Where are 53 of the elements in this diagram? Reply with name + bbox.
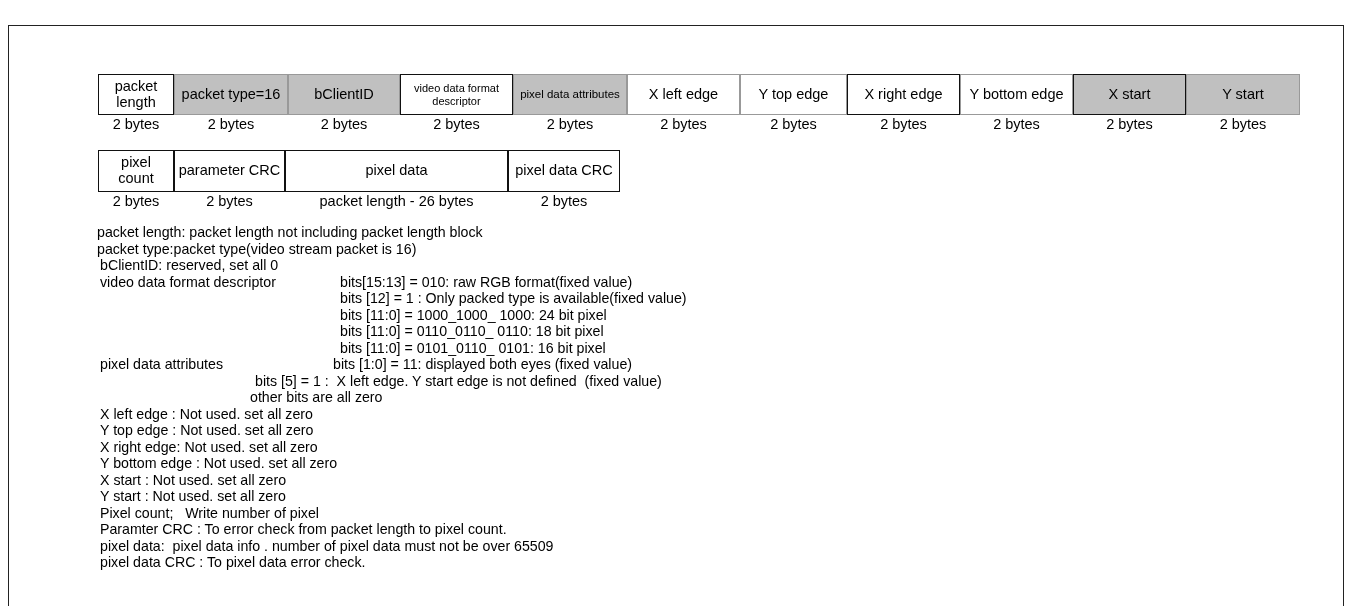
- packet-field-box: packet type=16: [174, 74, 288, 115]
- note-text: other bits are all zero: [250, 389, 383, 405]
- field-size-label: 2 bytes: [1105, 117, 1154, 133]
- note-text: bits [12] = 1 : Only packed type is available(fixed value): [340, 290, 687, 306]
- note-text: video data format descriptor: [100, 273, 276, 290]
- field-size-label: packet length - 26 bytes: [318, 194, 475, 210]
- field-size-label: 2 bytes: [879, 117, 928, 133]
- packet-field-box: X left edge: [627, 74, 740, 115]
- field-size-label: 2 bytes: [111, 117, 161, 133]
- note-text: Pixel count; Write number of pixel: [100, 504, 319, 521]
- packet-field-box: packet length: [98, 74, 174, 115]
- packet-field-box: video data format descriptor: [400, 74, 513, 115]
- note-text: bits [11:0] = 0101_0110_ 0101: 16 bit pixel: [340, 339, 606, 356]
- packet-field-box: Y top edge: [740, 74, 847, 115]
- packet-field-box: pixel data attributes: [513, 74, 627, 115]
- packet-field-box: X right edge: [847, 74, 960, 115]
- note-text: bits[15:13] = 010: raw RGB format(fixed value): [340, 273, 633, 290]
- field-size-label: 2 bytes: [769, 117, 818, 133]
- packet-field-box: X start: [1073, 74, 1186, 115]
- field-size-label: 2 bytes: [992, 117, 1041, 133]
- packet-field-box: Y start: [1186, 74, 1300, 115]
- packet-field-box: pixel data CRC: [508, 150, 620, 192]
- note-text: pixel data attributes: [100, 356, 224, 372]
- field-size-label: 2 bytes: [111, 194, 161, 210]
- note-text: X left edge : Not used. set all zero: [100, 405, 313, 422]
- note-text: bits [11:0] = 0110_0110_ 0110: 18 bit pixel: [340, 323, 604, 339]
- note-text: bClientID: reserved, set all 0: [100, 257, 279, 273]
- note-text: bits [5] = 1 : X left edge. Y start edge is not defined (fixed value): [255, 372, 662, 389]
- field-size-label: 2 bytes: [206, 117, 256, 133]
- field-size-label: 2 bytes: [205, 194, 254, 210]
- packet-field-box: Y bottom edge: [960, 74, 1073, 115]
- field-size-label: 2 bytes: [1218, 117, 1268, 133]
- note-text: X start : Not used. set all zero: [100, 471, 287, 488]
- field-size-label: 2 bytes: [659, 117, 708, 133]
- field-size-label: 2 bytes: [539, 194, 589, 210]
- note-text: Y start : Not used. set all zero: [100, 488, 286, 504]
- field-size-label: 2 bytes: [545, 117, 595, 133]
- note-text: bits [1:0] = 11: displayed both eyes (fixed value): [333, 356, 633, 372]
- note-text: pixel data: pixel data info . number of pixel data must not be over 65509: [100, 537, 554, 554]
- note-text: Y bottom edge : Not used. set all zero: [100, 455, 338, 471]
- note-text: Paramter CRC : To error check from packet length to pixel count.: [100, 521, 507, 537]
- note-text: bits [11:0] = 1000_1000_ 1000: 24 bit pixel: [340, 306, 607, 323]
- packet-field-box: bClientID: [288, 74, 400, 115]
- field-size-label: 2 bytes: [432, 117, 481, 133]
- note-text: Y top edge : Not used. set all zero: [100, 422, 314, 438]
- packet-field-box: pixel count: [98, 150, 174, 192]
- note-text: pixel data CRC : To pixel data error check.: [100, 554, 366, 570]
- note-text: X right edge: Not used. set all zero: [100, 438, 318, 455]
- field-size-label: 2 bytes: [319, 117, 369, 133]
- packet-field-box: parameter CRC: [174, 150, 285, 192]
- packet-field-box: pixel data: [285, 150, 508, 192]
- note-text: packet length: packet length not including packet length block: [97, 224, 483, 240]
- note-text: packet type:packet type(video stream packet is 16): [97, 240, 417, 257]
